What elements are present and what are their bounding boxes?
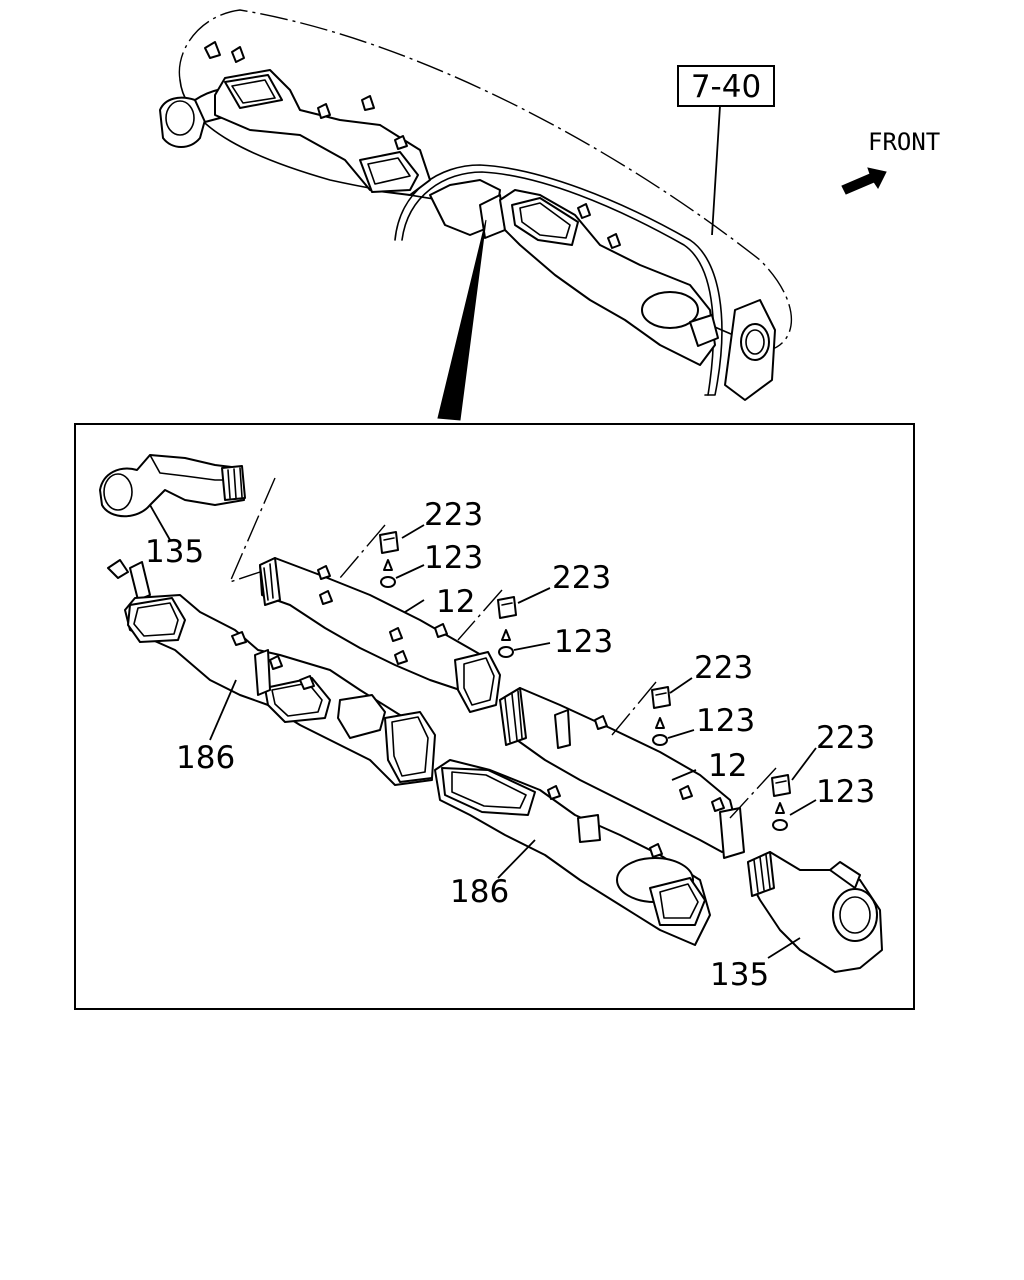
part-186-right — [434, 759, 711, 946]
callout-12-right: 12 — [708, 748, 747, 784]
callout-186-left: 186 — [176, 740, 235, 776]
part-135-right — [747, 851, 883, 973]
callout-123-c: 123 — [696, 703, 755, 739]
callout-12-left: 12 — [436, 584, 475, 620]
front-label: FRONT — [868, 128, 940, 156]
screw-123-d — [772, 802, 788, 831]
callout-186-right: 186 — [450, 874, 509, 910]
clip-223-c — [651, 686, 671, 709]
callout-223-a: 223 — [424, 497, 483, 533]
callout-223-b: 223 — [552, 560, 611, 596]
callout-135-lower: 135 — [710, 957, 769, 993]
callout-123-b: 123 — [554, 624, 613, 660]
callout-135-upper: 135 — [145, 534, 204, 570]
callout-123-d: 123 — [816, 774, 875, 810]
callout-223-c: 223 — [694, 650, 753, 686]
part-186-left — [107, 559, 436, 786]
clip-223-b — [497, 596, 517, 619]
callout-223-d: 223 — [816, 720, 875, 756]
screw-123-b — [498, 629, 514, 658]
reference-label: 7-40 — [691, 69, 761, 105]
dashboard-overview — [159, 9, 792, 421]
clip-223-a — [379, 531, 399, 554]
screw-123-c — [652, 717, 668, 746]
front-arrow-icon — [841, 167, 887, 195]
part-12-left — [259, 557, 501, 713]
callout-123-a: 123 — [424, 540, 483, 576]
detail-frame — [74, 423, 915, 1010]
part-12-right — [499, 687, 745, 859]
clip-223-d — [771, 774, 791, 797]
detail-pointer — [437, 219, 487, 421]
reference-box: 7-40 — [677, 65, 775, 236]
front-indicator: FRONT — [841, 128, 940, 195]
screw-123-a — [380, 559, 396, 588]
part-135-left — [99, 454, 246, 518]
